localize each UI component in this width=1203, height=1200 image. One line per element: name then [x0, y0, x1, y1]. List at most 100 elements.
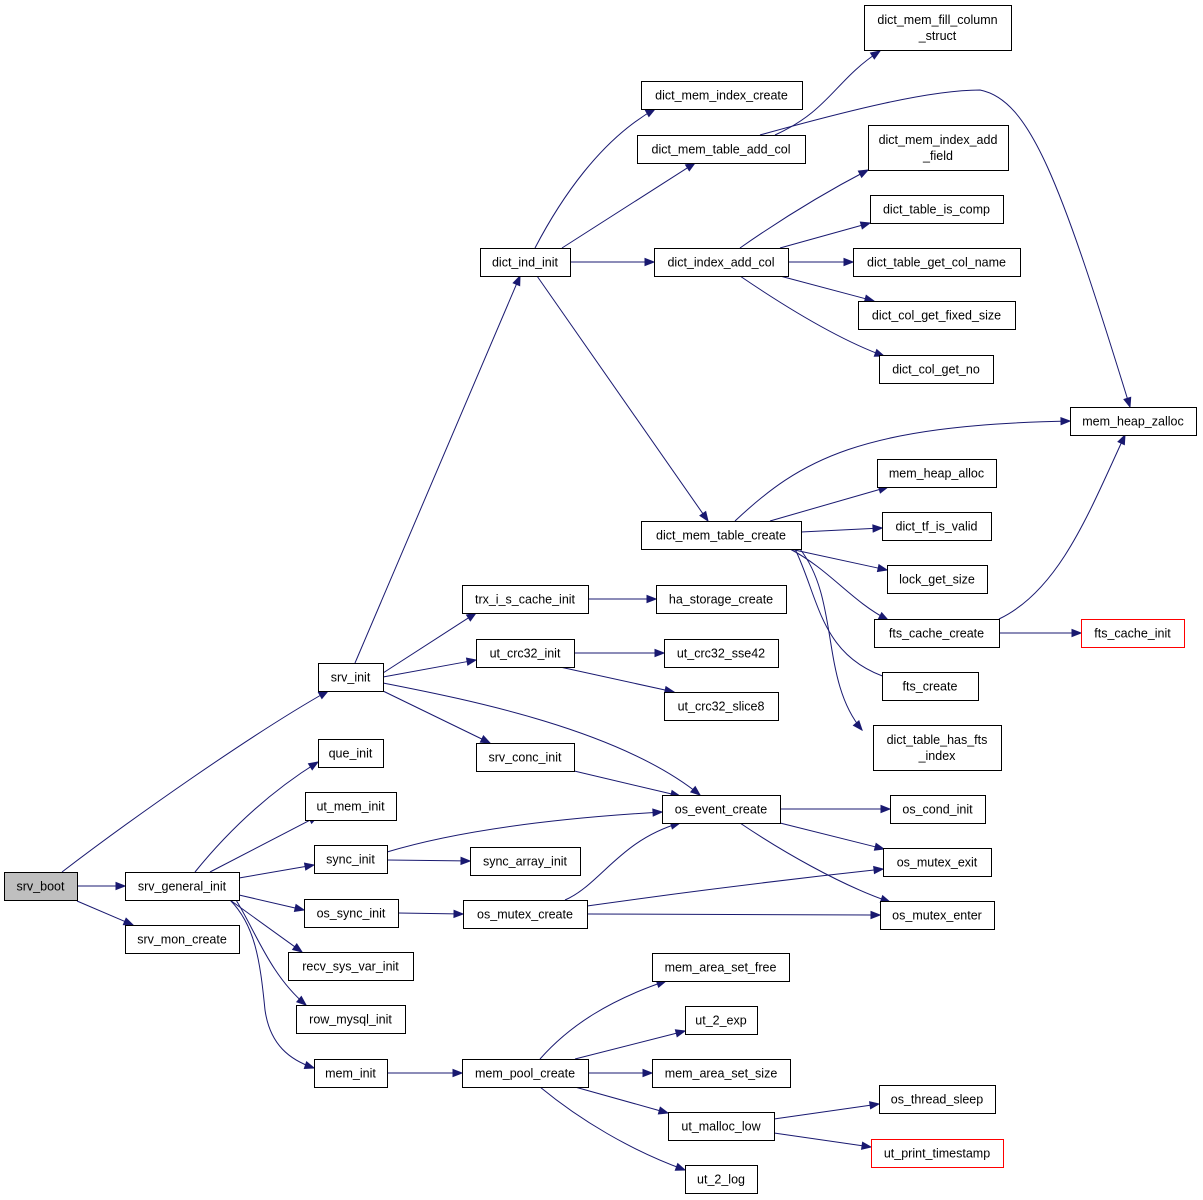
node-label: ut_print_timestamp	[884, 1147, 990, 1161]
edge-dict_ind_init-to-dict_mem_table_add_col	[561, 162, 697, 249]
edge-os_event_create-to-os_mutex_exit	[779, 822, 886, 851]
node-dict-table-is-comp[interactable]: dict_table_is_comp	[870, 195, 1004, 224]
node-dict-mem-index-add-field[interactable]: dict_mem_index_add_field	[868, 125, 1009, 171]
node-ut-2-log[interactable]: ut_2_log	[685, 1165, 758, 1194]
node-box	[314, 1059, 388, 1088]
node-ut-crc32-init[interactable]: ut_crc32_init	[476, 639, 575, 668]
node-srv-mon-create[interactable]: srv_mon_create	[125, 925, 240, 954]
node-trx-i-s-cache-init[interactable]: trx_i_s_cache_init	[462, 585, 589, 614]
node-box	[874, 619, 1000, 648]
node-srv-boot[interactable]: srv_boot	[4, 872, 78, 901]
node-dict-mem-fill-column-struct[interactable]: dict_mem_fill_column_struct	[864, 5, 1012, 51]
node-ut-crc32-slice8[interactable]: ut_crc32_slice8	[664, 692, 779, 721]
node-os-thread-sleep[interactable]: os_thread_sleep	[879, 1085, 996, 1114]
node-box	[864, 5, 1012, 51]
node-os-sync-init[interactable]: os_sync_init	[304, 899, 399, 928]
node-fts-cache-init[interactable]: fts_cache_init	[1081, 619, 1185, 648]
edge-os_mutex_create-to-os_event_create	[564, 821, 682, 901]
node-ut-2-exp[interactable]: ut_2_exp	[685, 1006, 758, 1035]
node-box	[858, 301, 1016, 330]
node-ut-print-timestamp[interactable]: ut_print_timestamp	[871, 1139, 1004, 1168]
node-box	[318, 739, 384, 768]
node-dict-index-add-col[interactable]: dict_index_add_col	[654, 248, 789, 277]
node-label: dict_table_is_comp	[883, 203, 990, 217]
node-row-mysql-init[interactable]: row_mysql_init	[296, 1005, 406, 1034]
edge-mem_pool_create-to-ut_malloc_low	[574, 1086, 670, 1115]
node-ut-crc32-sse42[interactable]: ut_crc32_sse42	[664, 639, 779, 668]
node-dict-mem-table-add-col[interactable]: dict_mem_table_add_col	[637, 135, 806, 164]
edge-ut_crc32_init-to-ut_crc32_sse42	[574, 648, 666, 658]
node-label: lock_get_size	[899, 573, 975, 587]
node-srv-conc-init[interactable]: srv_conc_init	[476, 743, 575, 772]
node-dict-ind-init[interactable]: dict_ind_init	[480, 248, 571, 277]
node-mem-heap-zalloc[interactable]: mem_heap_zalloc	[1070, 407, 1197, 436]
node-mem-heap-alloc[interactable]: mem_heap_alloc	[877, 459, 997, 488]
node-os-mutex-enter[interactable]: os_mutex_enter	[880, 901, 995, 930]
node-box	[877, 459, 997, 488]
node-box	[480, 248, 571, 277]
node-os-mutex-exit[interactable]: os_mutex_exit	[883, 848, 992, 877]
node-box	[668, 1112, 775, 1141]
node-label: dict_col_get_no	[892, 363, 980, 377]
node-recv-sys-var-init[interactable]: recv_sys_var_init	[288, 952, 414, 981]
node-mem-area-set-free[interactable]: mem_area_set_free	[652, 953, 790, 982]
node-label: dict_ind_init	[492, 256, 559, 270]
node-label: dict_table_get_col_name	[867, 256, 1006, 270]
node-srv-general-init[interactable]: srv_general_init	[125, 872, 240, 901]
node-ut-malloc-low[interactable]: ut_malloc_low	[668, 1112, 775, 1141]
node-label: os_sync_init	[317, 907, 386, 921]
edge-dict_index_add_col-to-dict_col_get_fixed_size	[779, 275, 876, 303]
nodes-layer: srv_boot srv_general_init srv_mon_create sr…	[4, 5, 1197, 1194]
node-box	[870, 195, 1004, 224]
node-box	[462, 585, 589, 614]
node-dict-table-has-fts-index[interactable]: dict_table_has_fts_index	[873, 725, 1002, 771]
node-ha-storage-create[interactable]: ha_storage_create	[656, 585, 787, 614]
node-dict-tf-is-valid[interactable]: dict_tf_is_valid	[882, 512, 992, 541]
node-box	[652, 953, 790, 982]
node-srv-init[interactable]: srv_init	[318, 663, 384, 692]
node-label: os_cond_init	[902, 803, 973, 817]
edge-srv_general_init-to-os_sync_init	[238, 894, 306, 912]
node-sync-array-init[interactable]: sync_array_init	[470, 847, 581, 876]
node-label: dict_col_get_fixed_size	[872, 309, 1001, 323]
node-label: sync_init	[326, 853, 375, 867]
edge-dict_index_add_col-to-dict_table_get_col_name	[788, 257, 855, 267]
edge-dict_mem_table_add_col-to-mem_heap_zalloc	[759, 89, 1132, 409]
node-dict-table-get-col-name[interactable]: dict_table_get_col_name	[853, 248, 1021, 277]
edge-dict_mem_table_create-to-lock_get_size	[789, 548, 889, 573]
node-sync-init[interactable]: sync_init	[314, 845, 388, 874]
node-label: mem_area_set_size	[665, 1067, 778, 1081]
edge-dict_index_add_col-to-dict_col_get_no	[739, 275, 886, 357]
node-box	[314, 845, 388, 874]
edge-dict_index_add_col-to-dict_table_is_comp	[779, 221, 872, 249]
node-os-cond-init[interactable]: os_cond_init	[890, 795, 986, 824]
edge-fts_cache_create-to-fts_cache_init	[999, 628, 1083, 638]
node-lock-get-size[interactable]: lock_get_size	[887, 565, 988, 594]
edge-dict_ind_init-to-dict_mem_table_create	[536, 275, 709, 523]
edge-srv_boot-to-srv_mon_create	[76, 900, 135, 926]
node-label: dict_mem_index_create	[655, 89, 788, 103]
node-box	[476, 743, 575, 772]
node-ut-mem-init[interactable]: ut_mem_init	[305, 792, 397, 821]
node-que-init[interactable]: que_init	[318, 739, 384, 768]
edge-mem_pool_create-to-ut_2_log	[539, 1086, 687, 1171]
node-label: ut_crc32_slice8	[678, 700, 765, 714]
node-mem-area-set-size[interactable]: mem_area_set_size	[652, 1059, 791, 1088]
node-os-event-create[interactable]: os_event_create	[662, 795, 781, 824]
edge-os_event_create-to-os_mutex_enter	[739, 822, 892, 903]
node-os-mutex-create[interactable]: os_mutex_create	[463, 900, 588, 929]
node-fts-create[interactable]: fts_create	[882, 672, 979, 701]
node-box	[305, 792, 397, 821]
edge-sync_init-to-os_event_create	[386, 808, 664, 853]
node-dict-col-get-fixed-size[interactable]: dict_col_get_fixed_size	[858, 301, 1016, 330]
node-fts-cache-create[interactable]: fts_cache_create	[874, 619, 1000, 648]
node-dict-mem-index-create[interactable]: dict_mem_index_create	[641, 81, 803, 110]
node-dict-mem-table-create[interactable]: dict_mem_table_create	[641, 521, 802, 550]
node-mem-init[interactable]: mem_init	[314, 1059, 388, 1088]
node-box	[125, 925, 240, 954]
node-box	[880, 901, 995, 930]
node-box	[879, 355, 994, 384]
node-mem-pool-create[interactable]: mem_pool_create	[462, 1059, 589, 1088]
node-dict-col-get-no[interactable]: dict_col_get_no	[879, 355, 994, 384]
